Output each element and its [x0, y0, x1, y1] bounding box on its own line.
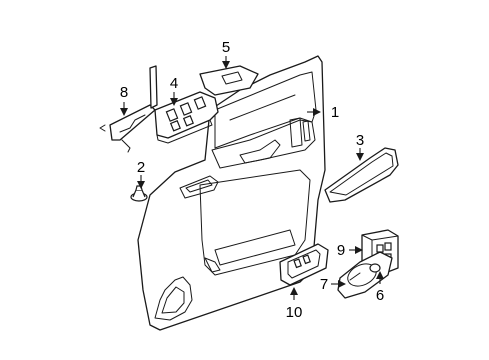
inner-handle-part — [337, 251, 393, 299]
window-switch-assembly-part — [154, 91, 219, 144]
callout-5: 5 — [222, 39, 230, 56]
armrest-cover-part — [324, 147, 399, 203]
callout-2: 2 — [137, 159, 145, 176]
callout-9: 9 — [337, 242, 345, 259]
callout-10: 10 — [286, 304, 303, 321]
door-trim-panel — [137, 55, 326, 331]
clip-part — [130, 185, 148, 202]
callout-leaders — [120, 56, 384, 300]
callout-7: 7 — [320, 276, 328, 293]
callout-8: 8 — [120, 84, 128, 101]
callout-4: 4 — [170, 75, 178, 92]
switch-bezel-part — [199, 65, 259, 96]
callout-1: 1 — [331, 104, 339, 121]
lower-switch-bezel-part — [279, 243, 329, 286]
callout-3: 3 — [356, 132, 364, 149]
callout-6: 6 — [376, 287, 384, 304]
bracket-part — [99, 65, 158, 153]
